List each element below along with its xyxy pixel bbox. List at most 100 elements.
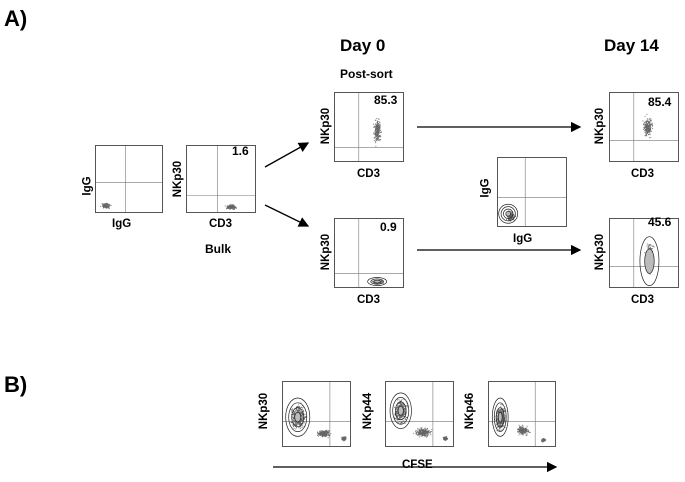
event-dot: [230, 206, 232, 208]
event-dot: [397, 411, 398, 412]
event-dot: [644, 130, 646, 132]
event-dot: [400, 403, 402, 405]
igg-bulk-x-label: IgG: [112, 218, 132, 230]
event-dot: [510, 215, 512, 217]
event-dot: [513, 214, 514, 216]
event-dot: [298, 408, 299, 410]
event-dot: [321, 431, 323, 433]
event-dot: [522, 434, 524, 436]
event-dot: [496, 430, 498, 432]
event-dot: [374, 136, 376, 138]
event-dot: [382, 280, 384, 282]
event-dot: [291, 414, 293, 416]
event-dot: [298, 411, 300, 413]
event-dot: [418, 434, 420, 436]
event-dot: [426, 433, 428, 435]
event-dot: [425, 435, 427, 437]
event-dot: [324, 435, 326, 437]
event-dot: [651, 125, 653, 127]
event-dot: [646, 126, 648, 128]
event-dot: [648, 130, 650, 132]
event-dot: [320, 431, 322, 433]
event-dot: [317, 433, 319, 435]
event-dot: [648, 128, 650, 130]
event-dot: [399, 417, 401, 419]
event-dot: [234, 207, 236, 209]
event-dot: [376, 122, 378, 124]
event-dot: [293, 427, 295, 429]
density-contour: [493, 402, 507, 432]
event-dot: [403, 415, 405, 417]
event-dot: [108, 204, 110, 205]
event-dot: [401, 415, 403, 417]
event-dot: [401, 404, 403, 405]
event-dot: [419, 431, 421, 433]
event-dot: [404, 408, 405, 410]
event-dot: [343, 439, 345, 441]
event-dot: [522, 433, 524, 435]
event-dot: [499, 430, 501, 432]
event-dot: [402, 406, 404, 407]
event-dot: [516, 431, 518, 433]
event-dot: [497, 415, 499, 417]
event-dot: [107, 207, 109, 209]
event-dot: [646, 130, 648, 132]
event-dot: [229, 205, 231, 207]
event-dot: [423, 434, 425, 436]
nkp30-bulk-percent: 1.6: [232, 144, 249, 158]
event-dot: [295, 423, 297, 425]
event-dot: [499, 422, 501, 424]
event-dot: [380, 129, 381, 131]
event-dot: [442, 437, 444, 439]
event-dot: [293, 423, 295, 425]
event-dot: [293, 426, 294, 428]
event-dot: [396, 411, 398, 413]
event-dot: [645, 123, 647, 125]
event-dot: [378, 128, 380, 130]
event-dot: [647, 247, 649, 249]
event-dot: [105, 205, 107, 206]
event-dot: [502, 418, 504, 420]
event-dot: [327, 437, 329, 439]
panel-a-label: A): [4, 6, 28, 31]
event-dot: [498, 409, 500, 410]
event-dot: [426, 432, 428, 434]
event-dot: [646, 135, 648, 137]
scatter-canvas: [610, 219, 678, 287]
event-dot: [413, 432, 415, 434]
event-dot: [402, 404, 404, 406]
event-dot: [320, 434, 322, 435]
event-dot: [646, 129, 647, 131]
event-dot: [302, 408, 303, 410]
event-dot: [401, 416, 403, 418]
event-dot: [503, 410, 505, 412]
event-dot: [233, 208, 235, 210]
event-dot: [300, 419, 302, 420]
event-dot: [322, 431, 324, 433]
event-dot: [503, 409, 505, 411]
event-dot: [229, 206, 231, 208]
event-dot: [420, 428, 422, 430]
event-dot: [520, 431, 522, 433]
event-dot: [525, 430, 527, 432]
event-dot: [108, 206, 110, 208]
event-dot: [445, 440, 447, 441]
event-dot: [508, 216, 510, 217]
event-dot: [520, 429, 522, 431]
event-dot: [541, 439, 543, 441]
event-dot: [544, 439, 546, 441]
event-dot: [521, 433, 523, 435]
event-dot: [301, 418, 303, 420]
event-dot: [424, 432, 426, 434]
event-dot: [325, 432, 327, 434]
event-dot: [295, 425, 297, 427]
event-dot: [426, 431, 428, 433]
event-dot: [445, 439, 447, 441]
event-dot: [303, 420, 305, 422]
event-dot: [406, 405, 408, 407]
event-dot: [648, 133, 650, 135]
event-dot: [497, 426, 499, 428]
event-dot: [377, 122, 379, 123]
event-dot: [380, 131, 382, 133]
day14-pos-x-label: CD3: [631, 168, 655, 180]
